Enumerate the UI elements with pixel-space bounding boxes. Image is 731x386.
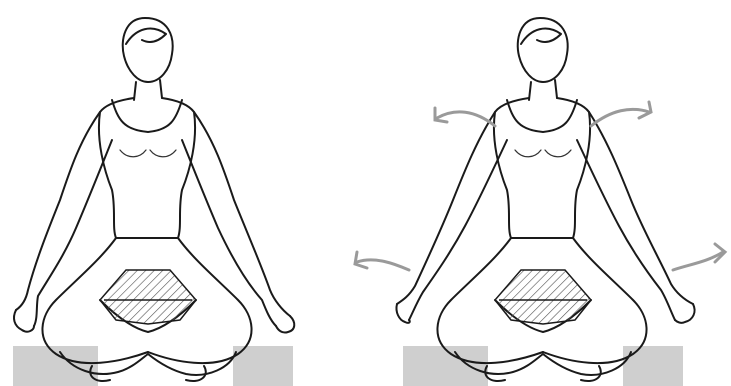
head <box>518 18 568 100</box>
pelvis-hatched-area <box>100 270 196 324</box>
support-block-left <box>13 346 98 386</box>
left-arm-open <box>396 112 507 323</box>
movement-arrows <box>355 102 725 270</box>
torso <box>494 98 590 238</box>
torso <box>99 98 195 238</box>
head <box>123 18 173 100</box>
left-arm <box>14 112 112 332</box>
figure-right <box>355 18 725 386</box>
figure-left <box>13 18 294 386</box>
right-arm-open <box>577 112 695 323</box>
support-block-left <box>403 346 488 386</box>
pelvis-hatched-area <box>495 270 591 324</box>
arrow-upper-left <box>437 112 495 126</box>
